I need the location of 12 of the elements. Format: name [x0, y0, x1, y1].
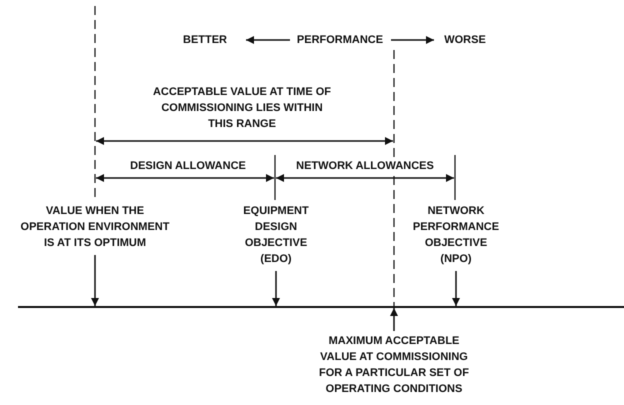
axis-label: PERFORMANCE: [296, 33, 384, 48]
callout-text: NETWORK PERFORMANCE OBJECTIVE (NPO): [411, 203, 501, 267]
arrow: [272, 271, 280, 306]
callout-text: EQUIPMENT DESIGN OBJECTIVE (EDO): [236, 203, 316, 267]
baseline: [18, 306, 624, 308]
axis-label: WORSE: [443, 33, 487, 48]
callout-text: MAXIMUM ACCEPTABLE VALUE AT COMMISSIONING FOR A PARTICULAR SET OF OPERATING CONDITIONS: [312, 333, 476, 397]
axis-label: BETTER: [182, 33, 228, 48]
arrow: [390, 308, 398, 331]
callout-text: VALUE WHEN THE OPERATION ENVIRONMENT IS AT ITS OPTIMUM: [20, 203, 170, 251]
arrow: [452, 271, 460, 306]
arrow: [91, 255, 99, 306]
